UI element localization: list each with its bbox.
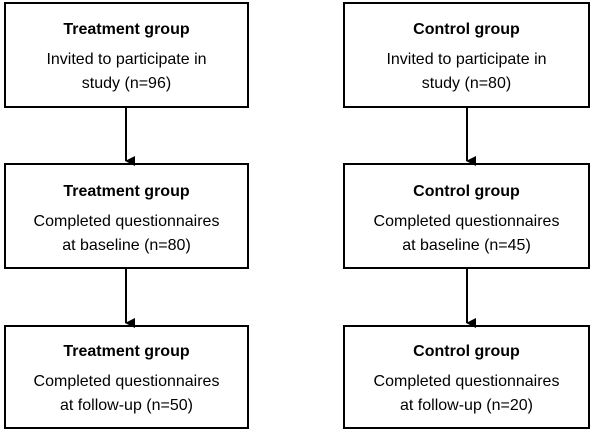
- box-description: Invited to participate in study (n=96): [46, 51, 207, 92]
- box-title: Control group: [413, 343, 520, 360]
- box-title: Control group: [413, 21, 520, 38]
- box-title: Treatment group: [63, 183, 190, 200]
- box-description: Invited to participate in study (n=80): [386, 51, 547, 92]
- box-description: Completed questionnaires at follow-up (n…: [373, 373, 560, 414]
- box-description: Completed questionnaires at baseline (n=…: [33, 213, 220, 254]
- box-description: Completed questionnaires at follow-up (n…: [33, 373, 220, 414]
- control-invited-box: Control group Invited to participate in …: [343, 2, 590, 108]
- treatment-invited-box: Treatment group Invited to participate i…: [4, 2, 249, 108]
- box-title: Control group: [413, 183, 520, 200]
- box-description: Completed questionnaires at baseline (n=…: [373, 213, 560, 254]
- box-title: Treatment group: [63, 21, 190, 38]
- treatment-baseline-box: Treatment group Completed questionnaires…: [4, 163, 249, 269]
- treatment-followup-box: Treatment group Completed questionnaires…: [4, 325, 249, 429]
- control-followup-box: Control group Completed questionnaires a…: [343, 325, 590, 429]
- box-title: Treatment group: [63, 343, 190, 360]
- control-baseline-box: Control group Completed questionnaires a…: [343, 163, 590, 269]
